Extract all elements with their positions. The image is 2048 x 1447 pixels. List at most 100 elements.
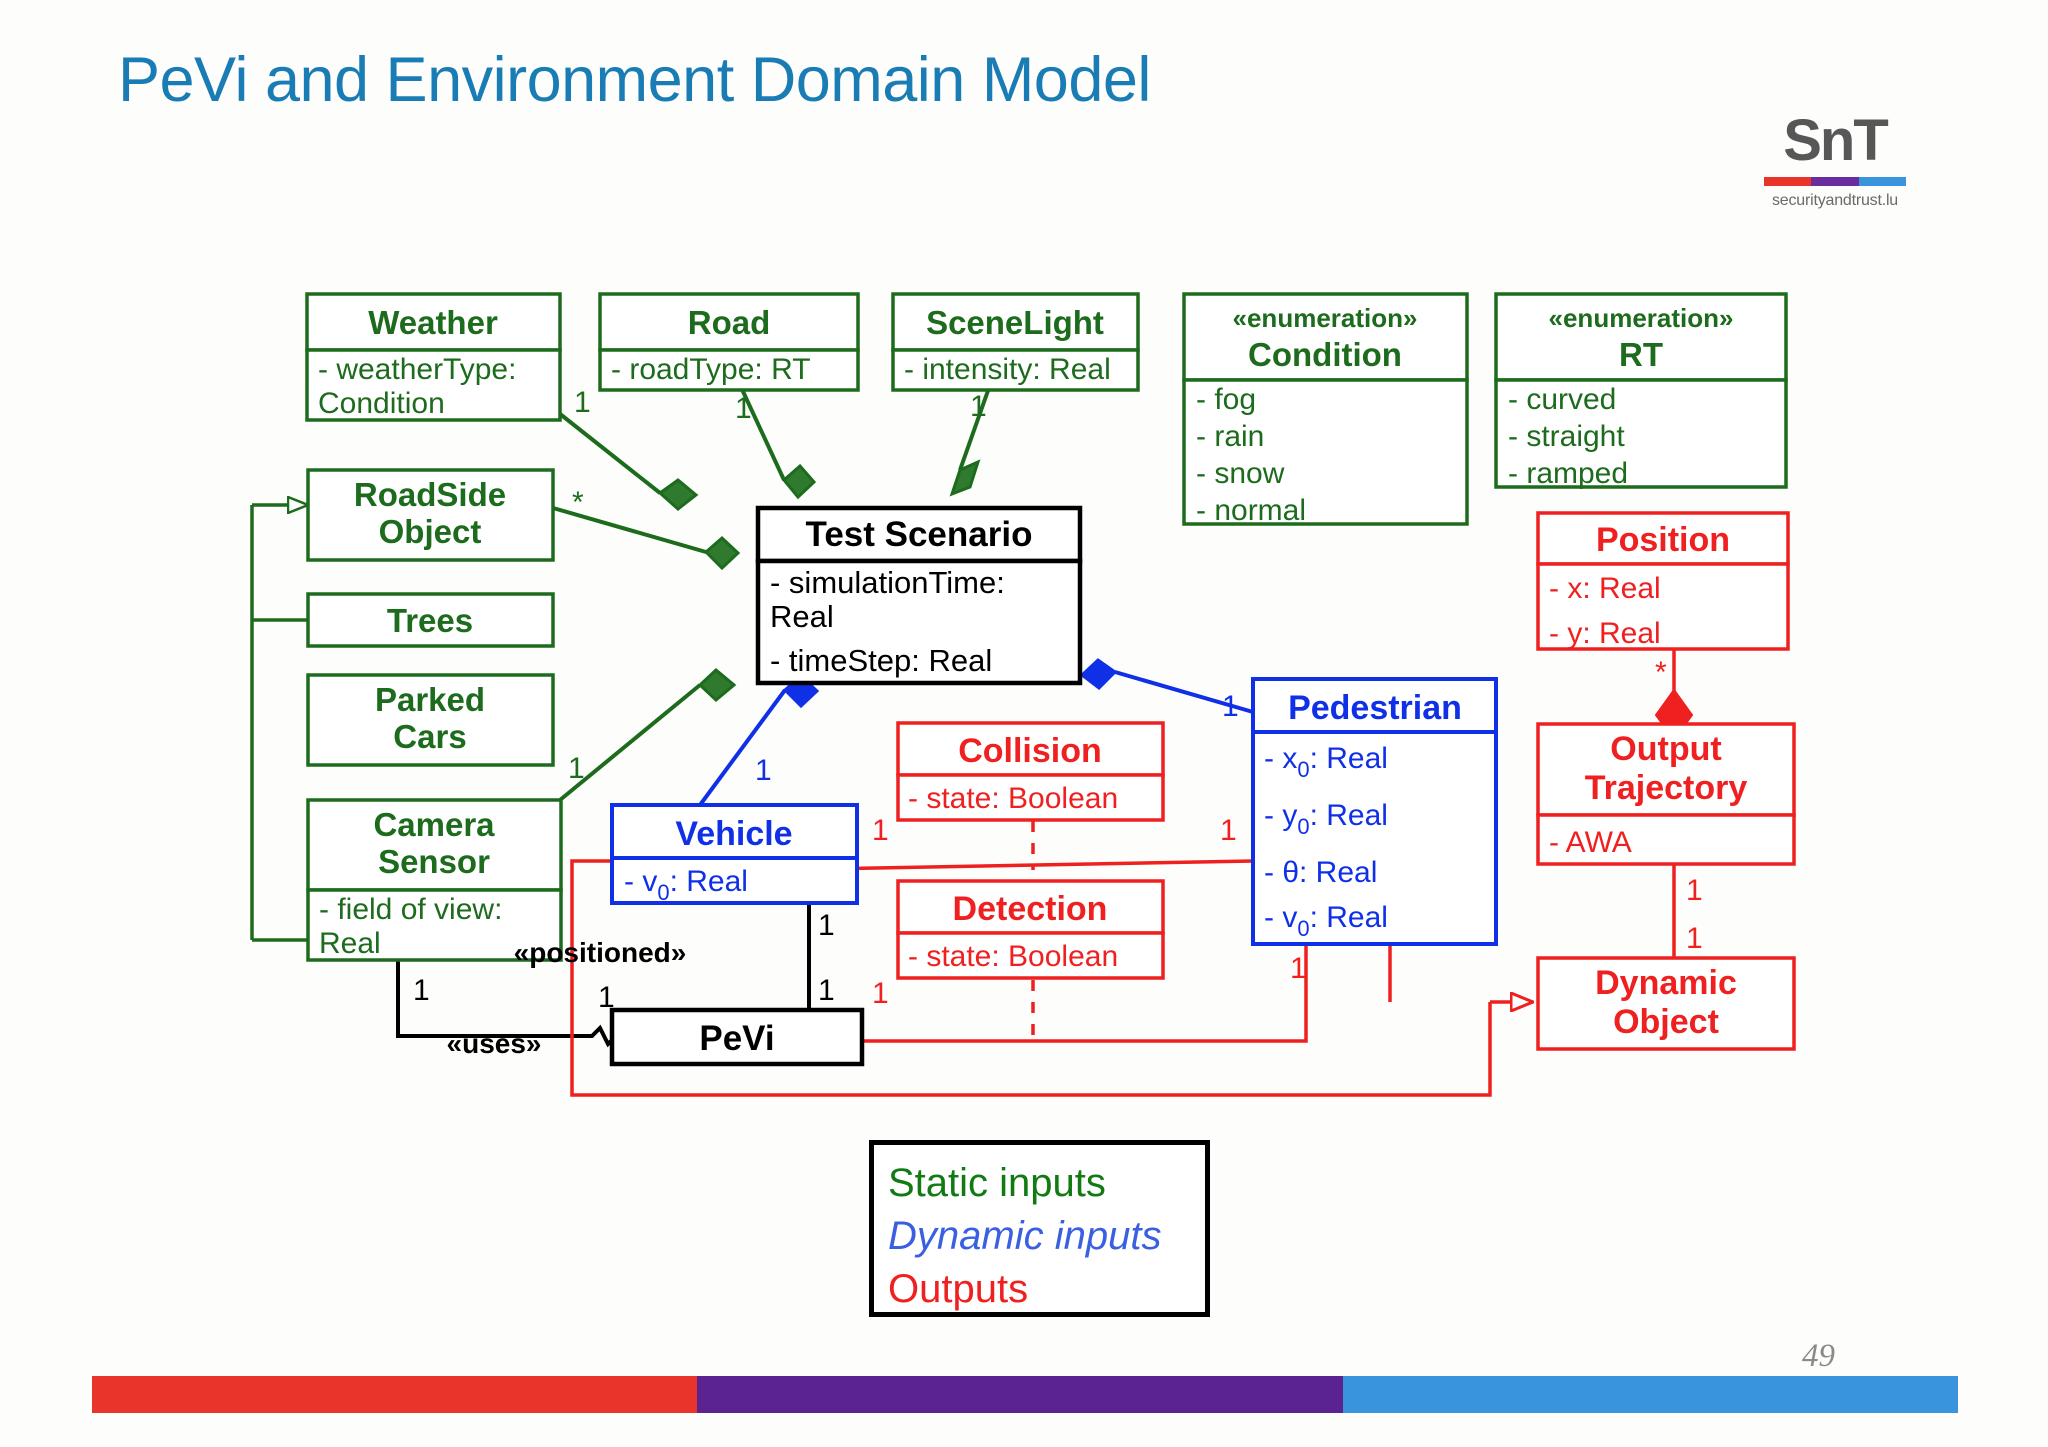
mult-pedestrian-detection: 1 (1290, 952, 1307, 985)
class-name-pevi: PeVi (699, 1019, 774, 1058)
edge-roadside-testscenario (552, 506, 707, 554)
enum-condition-item-3: - normal (1196, 494, 1306, 527)
edge-pevi-pedestrian-detection (862, 941, 1308, 1043)
class-box-collision[interactable]: Collision - state: Boolean (896, 721, 1165, 822)
attr-outputtraj-awa: - AWA (1549, 826, 1632, 859)
edge-camera-testscenario (558, 683, 702, 802)
class-name-trees: Trees (387, 602, 473, 639)
class-name-parkedcars-line2: Cars (393, 718, 466, 755)
attr-testscenario-2: - timeStep: Real (770, 643, 992, 678)
mult-weather-ts: 1 (574, 386, 591, 419)
mult-traj-dynobj-bottom: 1 (1686, 922, 1703, 955)
logo-caption: securityandtrust.lu (1771, 192, 1899, 209)
class-box-trees[interactable]: Trees (306, 592, 555, 648)
mult-roadside-ts: * (572, 486, 584, 519)
class-name-detection: Detection (953, 890, 1108, 928)
class-box-position[interactable]: Position - x: Real - y: Real (1536, 511, 1790, 651)
connector-layer (250, 384, 1694, 1097)
class-box-weather[interactable]: Weather - weatherType: Condition (305, 292, 562, 422)
mult-scenelight-ts: 1 (970, 390, 987, 423)
class-box-pevi[interactable]: PeVi (609, 1007, 865, 1067)
logo-color-bars (1764, 177, 1906, 186)
mult-pedestrian-collision: 1 (1220, 814, 1237, 847)
enum-condition-item-0: - fog (1196, 383, 1256, 416)
class-name-dynobj-line1: Dynamic (1595, 964, 1737, 1002)
class-box-output-trajectory[interactable]: Output Trajectory - AWA (1536, 722, 1796, 866)
mult-vehicle-pevi-top: 1 (818, 909, 835, 942)
attr-position-x: - x: Real (1549, 572, 1661, 605)
attr-road-0: - roadType: RT (611, 353, 811, 386)
class-name-roadside-line2: Object (379, 513, 482, 550)
mult-vehicle-ts: 1 (755, 754, 772, 787)
class-name-test-scenario: Test Scenario (806, 515, 1033, 554)
diamond-pedestrian (1079, 658, 1118, 690)
label-layer: 1 1 1 * 1 1 1 1 1 1 1 1 1 1 1 * 1 1 «pos… (413, 386, 1703, 1059)
class-name-vehicle: Vehicle (675, 815, 792, 853)
class-box-pedestrian[interactable]: Pedestrian - x0: Real - y0: Real - θ: Re… (1251, 677, 1498, 946)
mult-position-traj: * (1655, 656, 1667, 689)
mult-vehicle-pevi-bottom: 1 (818, 974, 835, 1007)
class-box-dynamic-object[interactable]: Dynamic Object (1536, 956, 1796, 1051)
attr-vehicle-v0: - v0: Real (624, 865, 748, 905)
enum-rt-item-2: - ramped (1508, 457, 1628, 490)
diamond-camera (697, 667, 737, 703)
stereotype-positioned: «positioned» (514, 937, 687, 968)
stereotype-enum-rt: «enumeration» (1549, 303, 1734, 333)
legend-dynamic-inputs: Dynamic inputs (888, 1214, 1162, 1259)
class-box-roadside-object[interactable]: RoadSide Object (306, 468, 555, 562)
attr-camera-1: Real (319, 927, 381, 960)
class-box-enum-condition[interactable]: «enumeration» Condition - fog - rain - s… (1182, 292, 1469, 527)
diamond-road (781, 463, 817, 500)
attr-weather-0: - weatherType: (318, 353, 516, 386)
page-number: 49 (1802, 1338, 1835, 1374)
class-name-outputtraj-line1: Output (1610, 730, 1721, 768)
class-name-enum-rt: RT (1619, 336, 1663, 373)
attr-detection-0: - state: Boolean (908, 940, 1118, 973)
class-box-vehicle[interactable]: Vehicle - v0: Real (610, 803, 859, 905)
mult-vehicle-collision: 1 (872, 814, 889, 847)
edge-scenelight-testscenario (958, 384, 992, 471)
mult-camera-ts: 1 (568, 752, 585, 785)
mult-pedestrian-ts: 1 (1222, 690, 1239, 723)
stereotype-enum-condition: «enumeration» (1233, 303, 1418, 333)
attr-testscenario-1: Real (770, 599, 834, 634)
class-name-camera-line1: Camera (373, 806, 495, 843)
attr-pedestrian-v0: - v0: Real (1264, 901, 1388, 941)
class-box-camera-sensor[interactable]: Camera Sensor - field of view: Real (306, 798, 563, 962)
class-name-position: Position (1596, 521, 1730, 559)
diamond-roadside (703, 535, 741, 571)
enum-rt-item-0: - curved (1508, 383, 1616, 416)
class-box-test-scenario[interactable]: Test Scenario - simulationTime: Real - t… (755, 505, 1083, 686)
edge-weather-testscenario (553, 408, 662, 495)
class-name-scenelight: SceneLight (926, 304, 1104, 341)
class-name-parkedcars-line1: Parked (375, 681, 485, 718)
attr-testscenario-0: - simulationTime: (770, 565, 1005, 600)
class-name-road: Road (688, 304, 771, 341)
class-box-scenelight[interactable]: SceneLight - intensity: Real (891, 292, 1140, 392)
footer-color-bars (92, 1376, 1958, 1413)
attr-pedestrian-y0: - y0: Real (1264, 799, 1388, 839)
attr-pedestrian-x0: - x0: Real (1264, 742, 1388, 782)
edge-road-testscenario (738, 384, 786, 481)
mult-camera-uses: 1 (413, 974, 430, 1007)
page-title: PeVi and Environment Domain Model (118, 45, 1151, 115)
attr-collision-0: - state: Boolean (908, 782, 1118, 815)
logo-wordmark: SnT (1783, 108, 1889, 173)
class-name-pedestrian: Pedestrian (1288, 689, 1462, 727)
snt-logo: SnT securityandtrust.lu (1735, 112, 1935, 210)
class-box-parked-cars[interactable]: Parked Cars (306, 673, 555, 767)
attr-position-y: - y: Real (1549, 617, 1661, 650)
legend-static-inputs: Static inputs (888, 1161, 1106, 1205)
attr-pedestrian-theta: - θ: Real (1264, 856, 1377, 889)
attr-camera-0: - field of view: (319, 893, 502, 926)
enum-condition-item-2: - snow (1196, 457, 1285, 490)
class-box-enum-rt[interactable]: «enumeration» RT - curved - straight - r… (1494, 292, 1788, 490)
diamond-weather (657, 478, 699, 511)
class-name-dynobj-line2: Object (1613, 1003, 1719, 1041)
enum-condition-item-1: - rain (1196, 420, 1264, 453)
class-name-weather: Weather (368, 304, 498, 341)
class-box-road[interactable]: Road - roadType: RT (598, 292, 860, 392)
class-box-detection[interactable]: Detection - state: Boolean (896, 879, 1165, 980)
